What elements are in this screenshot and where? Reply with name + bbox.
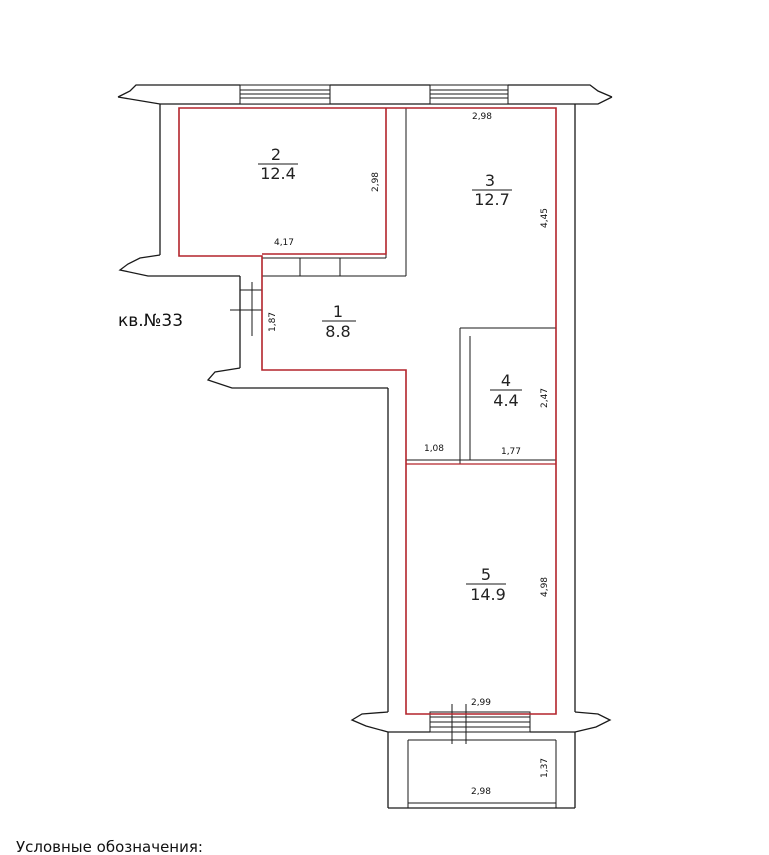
dim-room2-side: 2,98 [371, 172, 381, 192]
outer-walls [117, 84, 613, 809]
apartment-outline [178, 107, 557, 715]
dim-balcony-width: 2,98 [471, 787, 491, 797]
room-2-area: 12.4 [260, 164, 296, 183]
dim-room4-bottom: 1,77 [501, 447, 521, 457]
room-4-number: 4 [501, 371, 511, 390]
room-1-area: 8.8 [325, 322, 350, 341]
dim-passage: 1,08 [424, 444, 444, 454]
legend-title: Условные обозначения: [16, 838, 203, 855]
dim-corridor-side: 1,87 [268, 312, 278, 332]
dimension-labels: 2,98 4,17 2,98 4,45 1,87 2,47 1,08 1,77 … [268, 112, 550, 797]
room-5-number: 5 [481, 565, 491, 584]
dim-room5-side: 4,98 [540, 577, 550, 597]
dim-room2-bottom: 4,17 [274, 238, 294, 248]
dim-balcony-depth: 1,37 [540, 758, 550, 778]
room-4-area: 4.4 [493, 391, 518, 410]
dim-room4-side: 2,47 [540, 388, 550, 408]
dim-room3-top: 2,98 [472, 112, 492, 122]
dim-room3-side: 4,45 [540, 208, 550, 228]
windows [239, 84, 531, 744]
dim-room5-bottom: 2,99 [471, 698, 491, 708]
room-5-area: 14.9 [470, 585, 506, 604]
room-labels: 2 12.4 3 12.7 1 8.8 4 4.4 5 14.9 [258, 145, 522, 604]
room-3-area: 12.7 [474, 190, 510, 209]
room-1-number: 1 [333, 302, 343, 321]
apartment-number-label: кв.№33 [118, 311, 183, 331]
room-2-number: 2 [271, 145, 281, 164]
room-3-number: 3 [485, 171, 495, 190]
